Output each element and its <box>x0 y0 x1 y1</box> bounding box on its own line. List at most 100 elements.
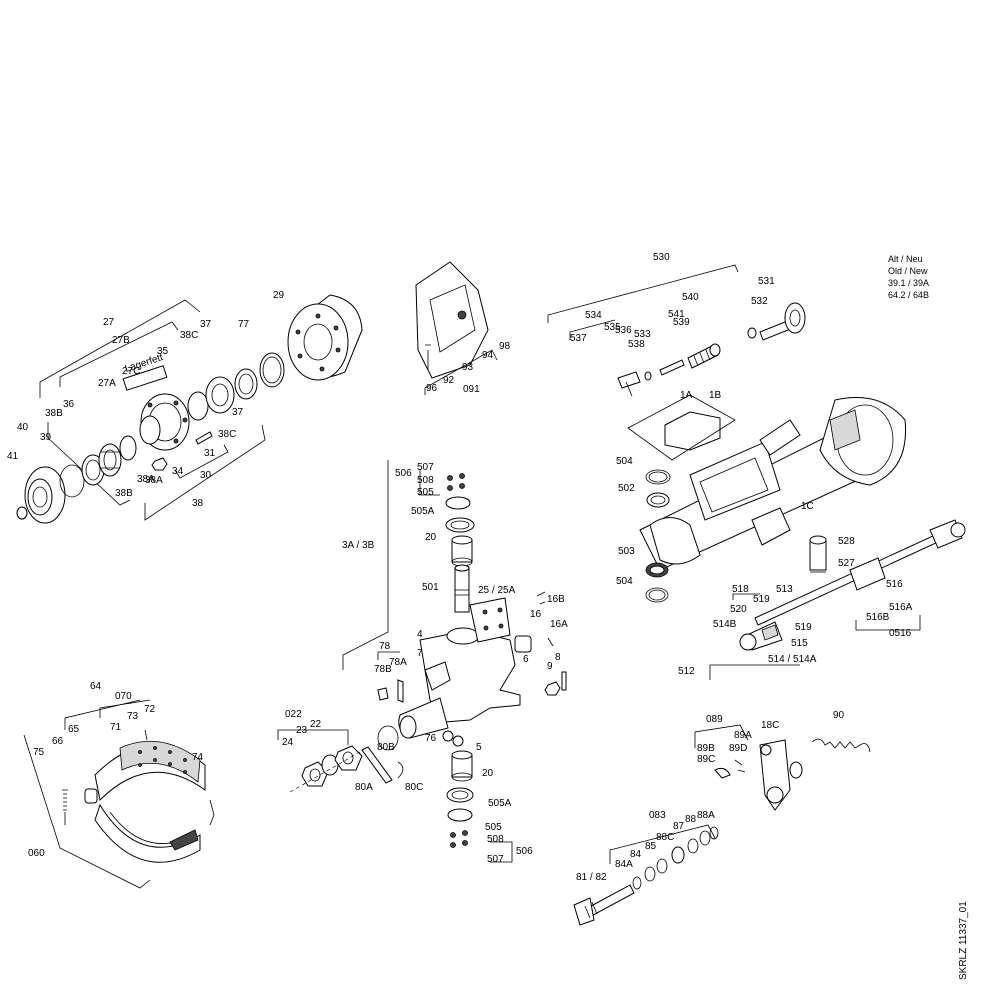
callout-label: 8 <box>555 652 561 663</box>
callout-label: 070 <box>115 691 132 702</box>
ball-5b-part <box>452 735 464 747</box>
pin-78a-part <box>397 679 404 703</box>
callout-label: 0516 <box>889 628 912 639</box>
kingpin-part <box>454 564 470 613</box>
callout-label: 76 <box>425 733 437 744</box>
callout-label: 1B <box>709 390 722 401</box>
callout-label: 514B <box>713 619 737 630</box>
pin-541-part <box>659 359 685 376</box>
callout-label: 502 <box>618 483 635 494</box>
bushing-top-part <box>451 535 473 567</box>
group-bracket-518 <box>732 593 760 600</box>
callout-label: 533 <box>634 329 651 340</box>
callout-label: 1C <box>801 501 814 512</box>
axle-beam-part <box>639 397 907 571</box>
callout-label: 38B <box>45 408 63 419</box>
callout-label: 23 <box>296 725 308 736</box>
group-bracket-506-bottom <box>490 841 513 863</box>
callout-label: 512 <box>678 666 695 677</box>
callout-label: 508 <box>417 475 434 486</box>
callout-label: 505 <box>485 822 502 833</box>
bellows-part <box>687 343 721 369</box>
callout-label: 80C <box>405 782 423 793</box>
callout-label: 519 <box>753 594 770 605</box>
callout-label: 060 <box>28 848 45 859</box>
callout-label: 541 <box>668 309 685 320</box>
callout-label: 536 <box>615 325 632 336</box>
bolt-537-part <box>625 381 633 397</box>
note-line: 39.1 / 39A <box>888 278 930 288</box>
callout-label: 535 <box>604 322 621 333</box>
callout-label: 89C <box>697 754 715 765</box>
group-bracket-530 <box>547 264 739 323</box>
note-line: Alt / Neu <box>888 254 923 264</box>
callout-label: 532 <box>751 296 768 307</box>
callout-label: 64 <box>90 681 102 692</box>
callout-label: 84A <box>615 859 633 870</box>
callout-label: 4 <box>417 629 423 640</box>
ring-502-part <box>646 492 670 508</box>
callout-label: 65 <box>68 724 80 735</box>
callout-label: 73 <box>127 711 139 722</box>
callout-label: 89B <box>697 743 715 754</box>
tie-rod-end-part <box>739 621 783 651</box>
callout-label: 508 <box>487 834 504 845</box>
group-bracket-091 <box>424 349 498 395</box>
callout-label: 538 <box>628 339 645 350</box>
wheel-nut-part <box>151 457 168 471</box>
callout-label: 518 <box>732 584 749 595</box>
callout-label: 72 <box>144 704 156 715</box>
wheel-stud-part <box>195 431 213 445</box>
callout-label: 516 <box>886 579 903 590</box>
callout-label: 501 <box>422 582 439 593</box>
ring-503-part <box>645 562 669 578</box>
sensor-part <box>809 535 827 573</box>
washer-84a-part <box>632 876 642 890</box>
callout-label: 20 <box>425 532 437 543</box>
kingpin-caps-bottom-part <box>446 787 474 848</box>
callout-label: 96 <box>426 383 438 394</box>
bracket-535-part <box>617 371 641 389</box>
callout-label: 505A <box>488 798 512 809</box>
group-bracket-27b <box>59 321 179 387</box>
axle-nut-part <box>301 761 329 787</box>
group-bracket-070 <box>99 699 151 718</box>
callout-label: 515 <box>791 638 808 649</box>
group-bracket-0516 <box>855 615 921 631</box>
ring-87-part <box>687 838 699 854</box>
ball-5a-part <box>442 730 454 742</box>
callout-label: 506 <box>516 846 533 857</box>
callout-label: 539 <box>673 317 690 328</box>
callout-label: 513 <box>776 584 793 595</box>
callout-label: 083 <box>649 810 666 821</box>
group-bracket-78 <box>377 651 400 660</box>
group-bracket-089 <box>694 724 749 748</box>
callout-label: 80A <box>355 782 373 793</box>
callout-label: 78 <box>379 641 391 652</box>
callout-label: 5 <box>476 742 482 753</box>
callout-label: 18C <box>761 720 779 731</box>
grease-nipple-16a-part <box>547 637 554 647</box>
callout-label: 88C <box>656 832 674 843</box>
callout-label: 24 <box>282 737 294 748</box>
callout-label: 530 <box>653 252 670 263</box>
callout-label: 27C <box>122 366 140 377</box>
callout-label: 93 <box>462 362 474 373</box>
kingpin-caps-top-part <box>445 473 475 533</box>
tube-80a-part <box>361 746 393 784</box>
callout-label: 516A <box>889 602 913 613</box>
callout-label: 540 <box>682 292 699 303</box>
bolt-89a-part <box>734 759 746 773</box>
rivet-73-part <box>144 729 148 741</box>
bearing-outer-part <box>81 454 105 486</box>
callout-label: 92 <box>443 375 455 386</box>
grease-nipple-16-part <box>536 591 546 605</box>
group-bracket-30 <box>174 444 229 479</box>
callout-label: 80B <box>377 742 395 753</box>
snap-ring-part <box>377 725 399 751</box>
callout-label: 88 <box>685 814 697 825</box>
tie-rod-part <box>754 519 966 626</box>
document-id: SKRLZ 11337_01 <box>958 901 969 980</box>
pin-78b-part <box>377 687 389 701</box>
callout-label: 516B <box>866 612 890 623</box>
